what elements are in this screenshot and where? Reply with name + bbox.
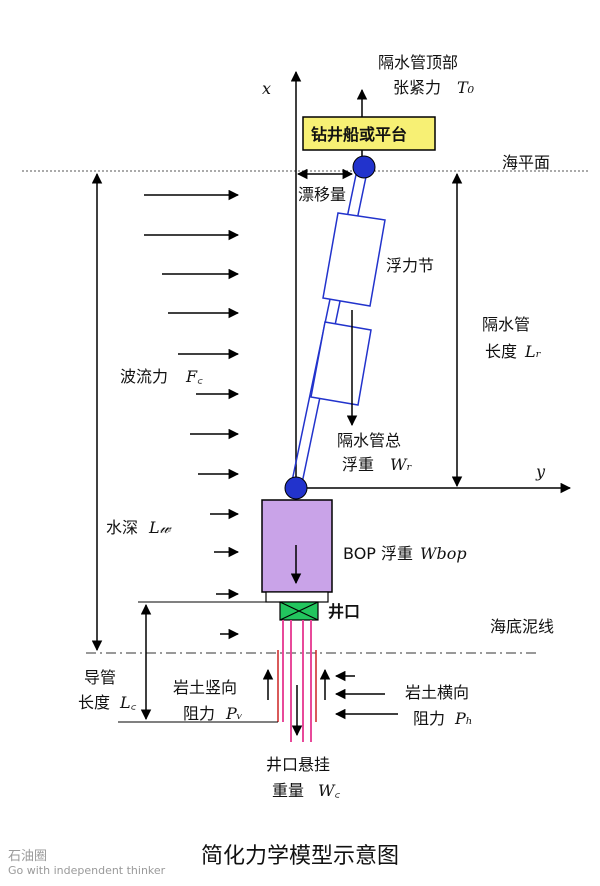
soil-horizontal-label-1: 岩土横向 bbox=[405, 683, 469, 702]
sea-level-label: 海平面 bbox=[502, 153, 550, 172]
buoyancy-module-lower bbox=[310, 321, 372, 406]
figure-caption: 简化力学模型示意图 bbox=[200, 844, 399, 869]
mudline-label: 海底泥线 bbox=[490, 617, 554, 636]
soil-vertical-label-2: 阻力 bbox=[183, 704, 215, 723]
riser-length-symbol: Lᵣ bbox=[524, 342, 542, 361]
conductor-length-label-2: 长度 bbox=[78, 693, 110, 712]
x-axis-label: x bbox=[262, 79, 271, 98]
y-axis-label: y bbox=[535, 462, 546, 481]
wellhead-label: 井口 bbox=[328, 602, 360, 621]
wellhead-load-label-1: 井口悬挂 bbox=[266, 755, 330, 774]
soil-vertical-symbol: Pᵥ bbox=[225, 704, 243, 723]
riser-weight-label-2: 浮重 bbox=[342, 455, 374, 474]
wellhead-cross-b bbox=[279, 601, 319, 621]
platform-box bbox=[302, 116, 436, 151]
conductor-length-label-1: 导管 bbox=[84, 668, 116, 687]
wellhead-load-symbol: W꜀ bbox=[318, 781, 340, 800]
soil-horizontal-arrows bbox=[334, 670, 398, 720]
soil-horizontal-symbol: Pₕ bbox=[454, 709, 473, 728]
water-depth-label: 水深 bbox=[106, 518, 138, 537]
lower-flex-joint bbox=[284, 476, 308, 500]
riser-weight-label-1: 隔水管总 bbox=[337, 431, 401, 450]
bop-connector bbox=[265, 591, 329, 603]
buoyancy-section-label: 浮力节 bbox=[386, 256, 434, 275]
watermark-brand: 石油圈 bbox=[8, 849, 48, 864]
top-flex-joint bbox=[352, 155, 376, 179]
wave-current-arrows bbox=[144, 189, 240, 640]
water-depth-symbol: L𝓌 bbox=[148, 518, 173, 537]
top-tension-label-2: 张紧力 bbox=[393, 78, 441, 97]
top-tension-symbol: T₀ bbox=[457, 78, 475, 97]
buoyancy-module-upper bbox=[322, 212, 386, 307]
riser-length-label-2: 长度 bbox=[485, 342, 517, 361]
wellhead-load-label-2: 重量 bbox=[272, 781, 304, 800]
wave-force-label: 波流力 bbox=[120, 367, 168, 386]
drift-label: 漂移量 bbox=[298, 185, 346, 204]
wave-force-symbol: F꜀ bbox=[185, 367, 203, 386]
conductor-length-symbol: L꜀ bbox=[119, 693, 137, 712]
mechanical-model-diagram: x y 隔水管顶部 张紧力 T₀ 钻井船或平台 漂移量 浮力节 隔水管总 浮重 … bbox=[22, 53, 590, 800]
riser-weight-symbol: Wᵣ bbox=[390, 455, 412, 474]
bop-label: BOP 浮重 bbox=[343, 544, 413, 563]
soil-vertical-label-1: 岩土竖向 bbox=[173, 678, 237, 697]
bop-symbol: Wbop bbox=[420, 544, 467, 563]
riser-length-label-1: 隔水管 bbox=[482, 315, 530, 334]
watermark: 石油圈 Go with independent thinker bbox=[8, 850, 165, 878]
platform-label: 钻井船或平台 bbox=[311, 125, 407, 144]
top-tension-label-1: 隔水管顶部 bbox=[378, 53, 458, 72]
soil-horizontal-label-2: 阻力 bbox=[413, 709, 445, 728]
watermark-slogan: Go with independent thinker bbox=[8, 864, 166, 877]
bop-box bbox=[261, 499, 333, 593]
